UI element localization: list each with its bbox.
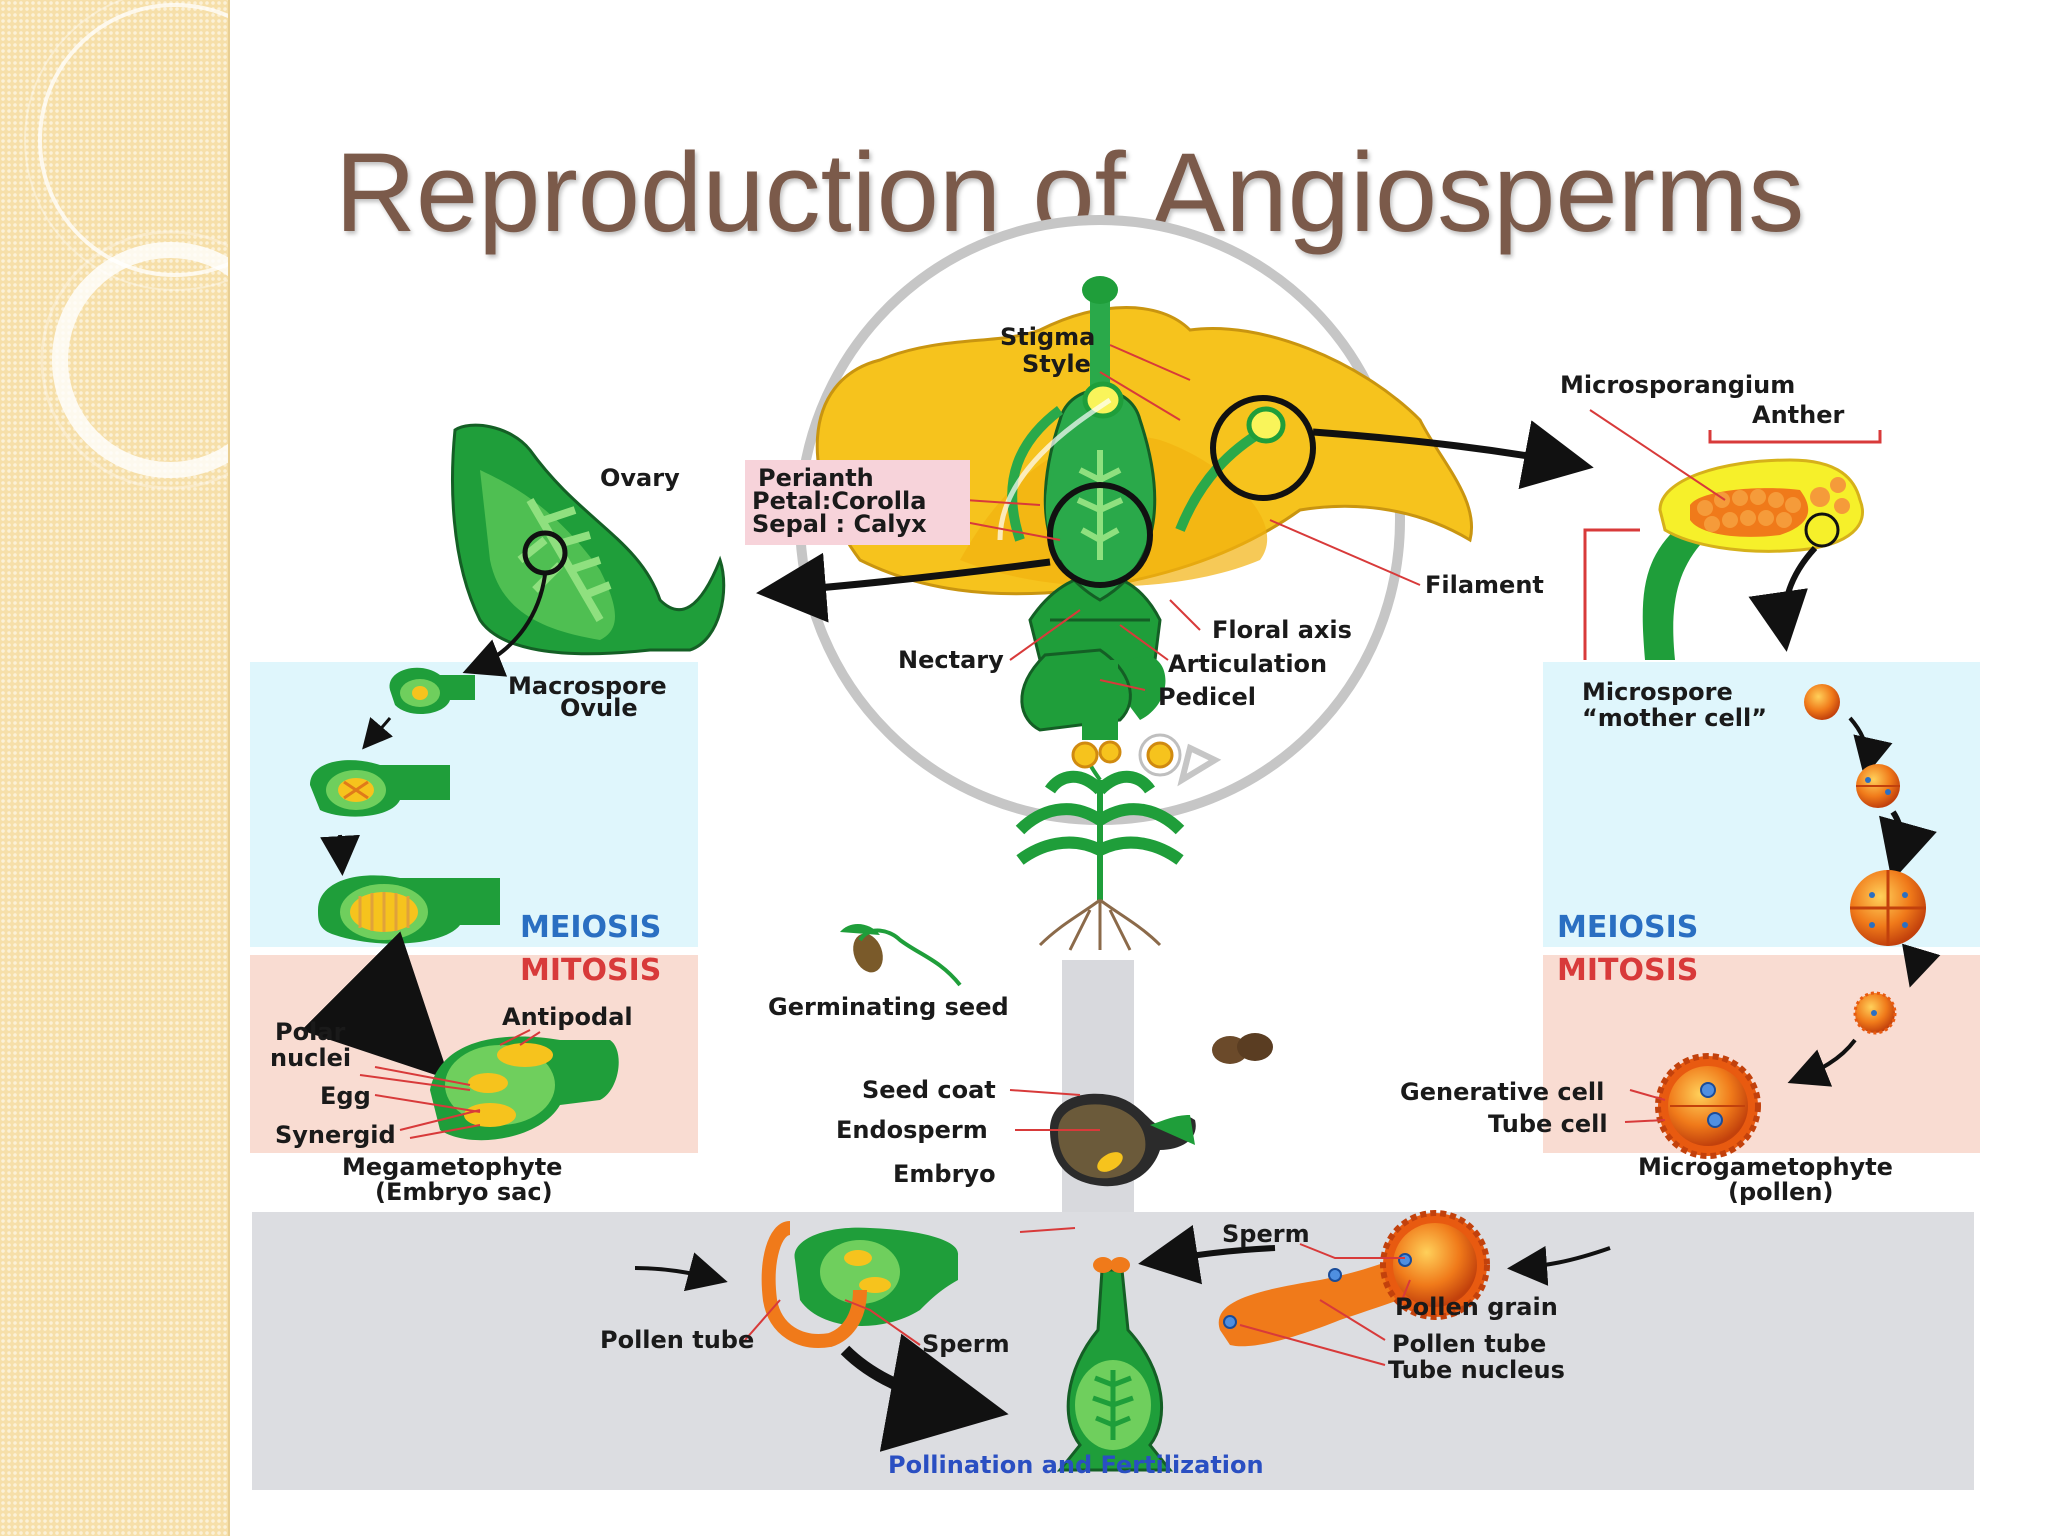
label-articulation: Articulation	[1168, 650, 1327, 678]
label-antipodal: Antipodal	[502, 1003, 633, 1031]
label-pollen-tube-left: Pollen tube	[600, 1326, 754, 1354]
label-tube-nucleus: Tube nucleus	[1388, 1356, 1565, 1384]
label-generative-cell: Generative cell	[1400, 1078, 1604, 1106]
label-stigma: Stigma	[1000, 323, 1095, 351]
label-petal: Petal:Corolla	[752, 487, 926, 515]
label-ovary: Ovary	[600, 464, 680, 492]
label-germinating-seed: Germinating seed	[768, 993, 1009, 1021]
label-tube-cell: Tube cell	[1488, 1110, 1608, 1138]
label-polar: Polar	[275, 1018, 346, 1046]
label-sperm-top: Sperm	[1222, 1220, 1310, 1248]
label-sperm-left: Sperm	[922, 1330, 1010, 1358]
magnifier-tail	[1177, 743, 1222, 787]
label-endosperm: Endosperm	[836, 1116, 988, 1144]
perianth-label-box	[745, 460, 970, 545]
label-microspore: Microspore	[1582, 678, 1733, 706]
label-synergid: Synergid	[275, 1121, 396, 1149]
label-ovule: Ovule	[560, 694, 638, 722]
ovary-illustration	[451, 423, 726, 656]
arrow-to-anther	[1312, 420, 1594, 490]
caption-pollination-fertilization: Pollination and Fertilization	[888, 1451, 1264, 1479]
label-egg: Egg	[320, 1082, 371, 1110]
label-nectary: Nectary	[898, 646, 1004, 674]
label-macrospore: Macrospore	[508, 672, 667, 700]
ovule-with-pollen-tube	[761, 1221, 959, 1348]
arrow-to-ovary	[756, 552, 1051, 623]
anther-illustration	[1583, 430, 1882, 660]
pollen-grain-mature	[1655, 1053, 1761, 1159]
ovule-stage-2	[310, 760, 450, 817]
label-female-meiosis: MEIOSIS	[520, 910, 661, 945]
label-megametophyte: Megametophyte	[342, 1153, 562, 1181]
label-seed-coat: Seed coat	[862, 1076, 996, 1104]
germinating-pollen-grain	[1218, 1210, 1490, 1347]
label-female-mitosis: MITOSIS	[520, 953, 661, 988]
sidebar-rings	[24, 0, 228, 490]
plant-illustration	[1015, 733, 1185, 951]
label-pollen-grain: Pollen grain	[1395, 1293, 1558, 1321]
label-pollen: (pollen)	[1728, 1178, 1833, 1206]
label-sepal: Sepal : Calyx	[752, 510, 927, 538]
label-floral-axis: Floral axis	[1212, 616, 1352, 644]
microspore-single	[1853, 991, 1897, 1035]
ovule-stage-1	[389, 667, 475, 715]
label-male-meiosis: MEIOSIS	[1557, 910, 1698, 945]
label-embryo-sac: (Embryo sac)	[375, 1178, 553, 1206]
microspore-mother-cell	[1804, 684, 1840, 720]
microspore-dyad	[1856, 764, 1900, 808]
germinating-seed-illustration	[840, 924, 962, 987]
label-embryo: Embryo	[893, 1160, 996, 1188]
label-anther: Anther	[1752, 401, 1844, 429]
pistil-fertilized	[1056, 1257, 1174, 1472]
label-male-mitosis: MITOSIS	[1557, 953, 1698, 988]
label-nuclei: nuclei	[270, 1044, 351, 1072]
seed-cross-section	[1050, 1093, 1196, 1187]
label-style: Style	[1022, 350, 1091, 378]
label-filament: Filament	[1425, 571, 1544, 599]
seeds-illustration	[1212, 1033, 1273, 1064]
label-mother-cell: “mother cell”	[1582, 704, 1767, 732]
label-perianth: Perianth	[758, 464, 874, 492]
decorative-sidebar	[0, 0, 230, 1536]
male-mitosis-panel	[1543, 955, 1980, 1153]
microspore-tetrad	[1850, 870, 1926, 946]
megametophyte-illustration	[430, 1029, 619, 1141]
flower-illustration	[815, 276, 1473, 740]
label-microsporangium: Microsporangium	[1560, 371, 1795, 399]
label-pedicel: Pedicel	[1158, 683, 1256, 711]
label-pollen-tube-right: Pollen tube	[1392, 1330, 1546, 1358]
label-microgametophyte: Microgametophyte	[1638, 1153, 1893, 1181]
label-leader-lines	[744, 344, 1726, 1366]
ovule-stage-3	[318, 875, 500, 944]
